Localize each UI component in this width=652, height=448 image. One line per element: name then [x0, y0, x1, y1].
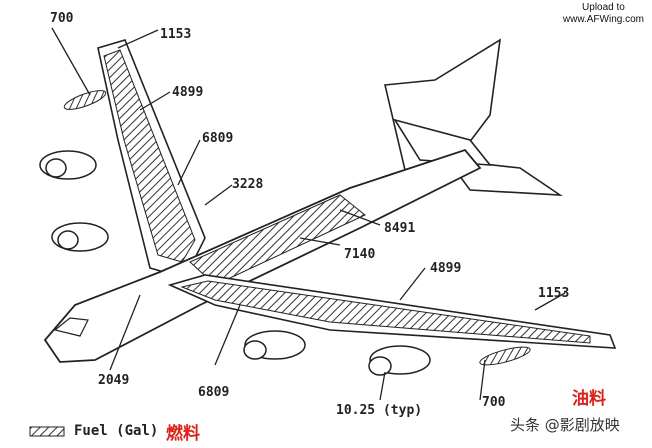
legend-swatch: [29, 426, 65, 437]
legend-label-cn: 燃料: [166, 424, 200, 444]
callout-left-outer-tank: 4899: [172, 85, 203, 100]
callout-right-mid-tank: 6809: [198, 385, 229, 400]
left-tip-tank: [63, 90, 107, 110]
source-stamp: 头条 @影剧放映: [510, 416, 620, 434]
fuselage-tanks: [189, 194, 366, 286]
right-tip-tank: [479, 346, 531, 366]
callout-pylon: 10.25 (typ): [336, 403, 422, 418]
watermark-line2: www.AFWing.com: [562, 14, 644, 25]
annotation-cn: 油料: [572, 389, 606, 409]
watermark: Upload to www.AFWing.com: [563, 2, 644, 26]
callout-left-inner-tank: 3228: [232, 177, 263, 192]
callout-left-tip-tank: 1153: [160, 27, 191, 42]
callout-forward-body: 2049: [98, 373, 129, 388]
engine-pods: [39, 150, 431, 376]
callout-fuselage-top: 8491: [384, 221, 415, 236]
legend-label: Fuel (Gal): [74, 423, 159, 439]
callout-fuselage-center: 7140: [344, 247, 375, 262]
callout-left-mid-tank: 6809: [202, 131, 233, 146]
callout-right-tip-tank: 1153: [538, 286, 569, 301]
callout-left-outboard-tip: 700: [50, 11, 74, 26]
cockpit-windows: [53, 317, 89, 337]
right-wing-fuel: [180, 280, 591, 344]
leader-lines: [51, 27, 566, 401]
watermark-line1: Upload to: [582, 2, 625, 13]
callout-right-outer-tank: 4899: [430, 261, 461, 276]
callout-right-outboard-tip: 700: [482, 395, 506, 410]
